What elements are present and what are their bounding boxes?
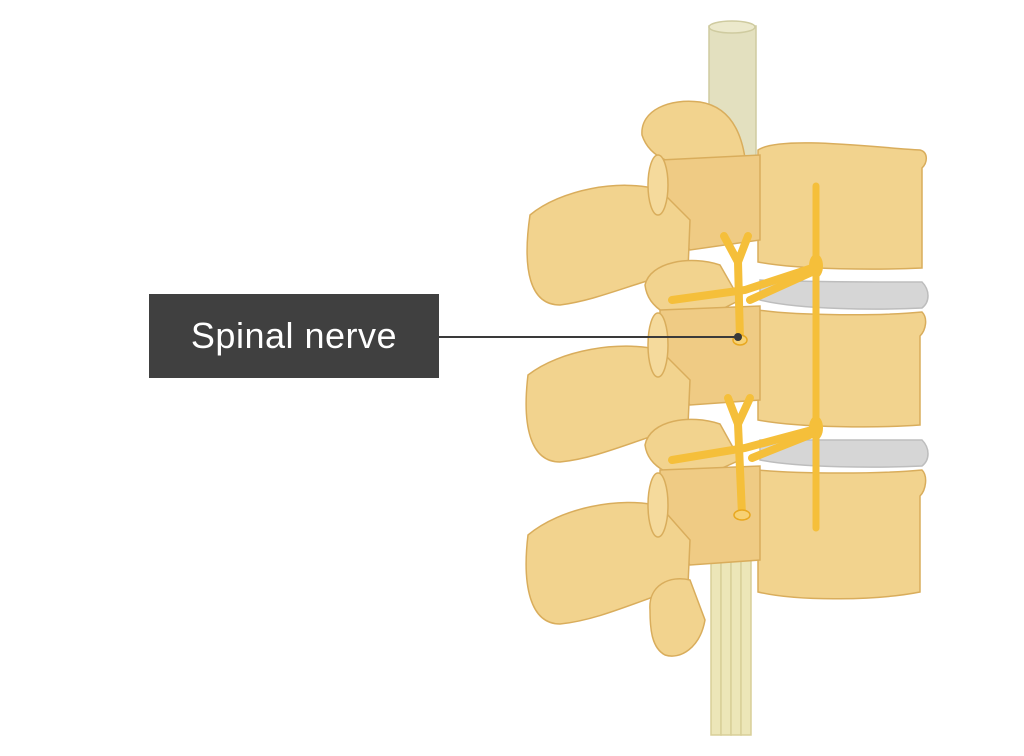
vertebra-lower [525, 418, 927, 657]
nerve-roots-upper [668, 232, 816, 344]
vertebra-upper [526, 100, 927, 306]
leader-dot [734, 333, 742, 341]
spinal-nerve-label: Spinal nerve [149, 294, 439, 378]
spinal-nerve-end-lower [733, 509, 751, 521]
vertebra-middle [525, 259, 927, 463]
cauda-equina [710, 539, 752, 736]
nerve-roots-lower [668, 394, 816, 519]
spinal-nerve-label-text: Spinal nerve [190, 315, 398, 356]
